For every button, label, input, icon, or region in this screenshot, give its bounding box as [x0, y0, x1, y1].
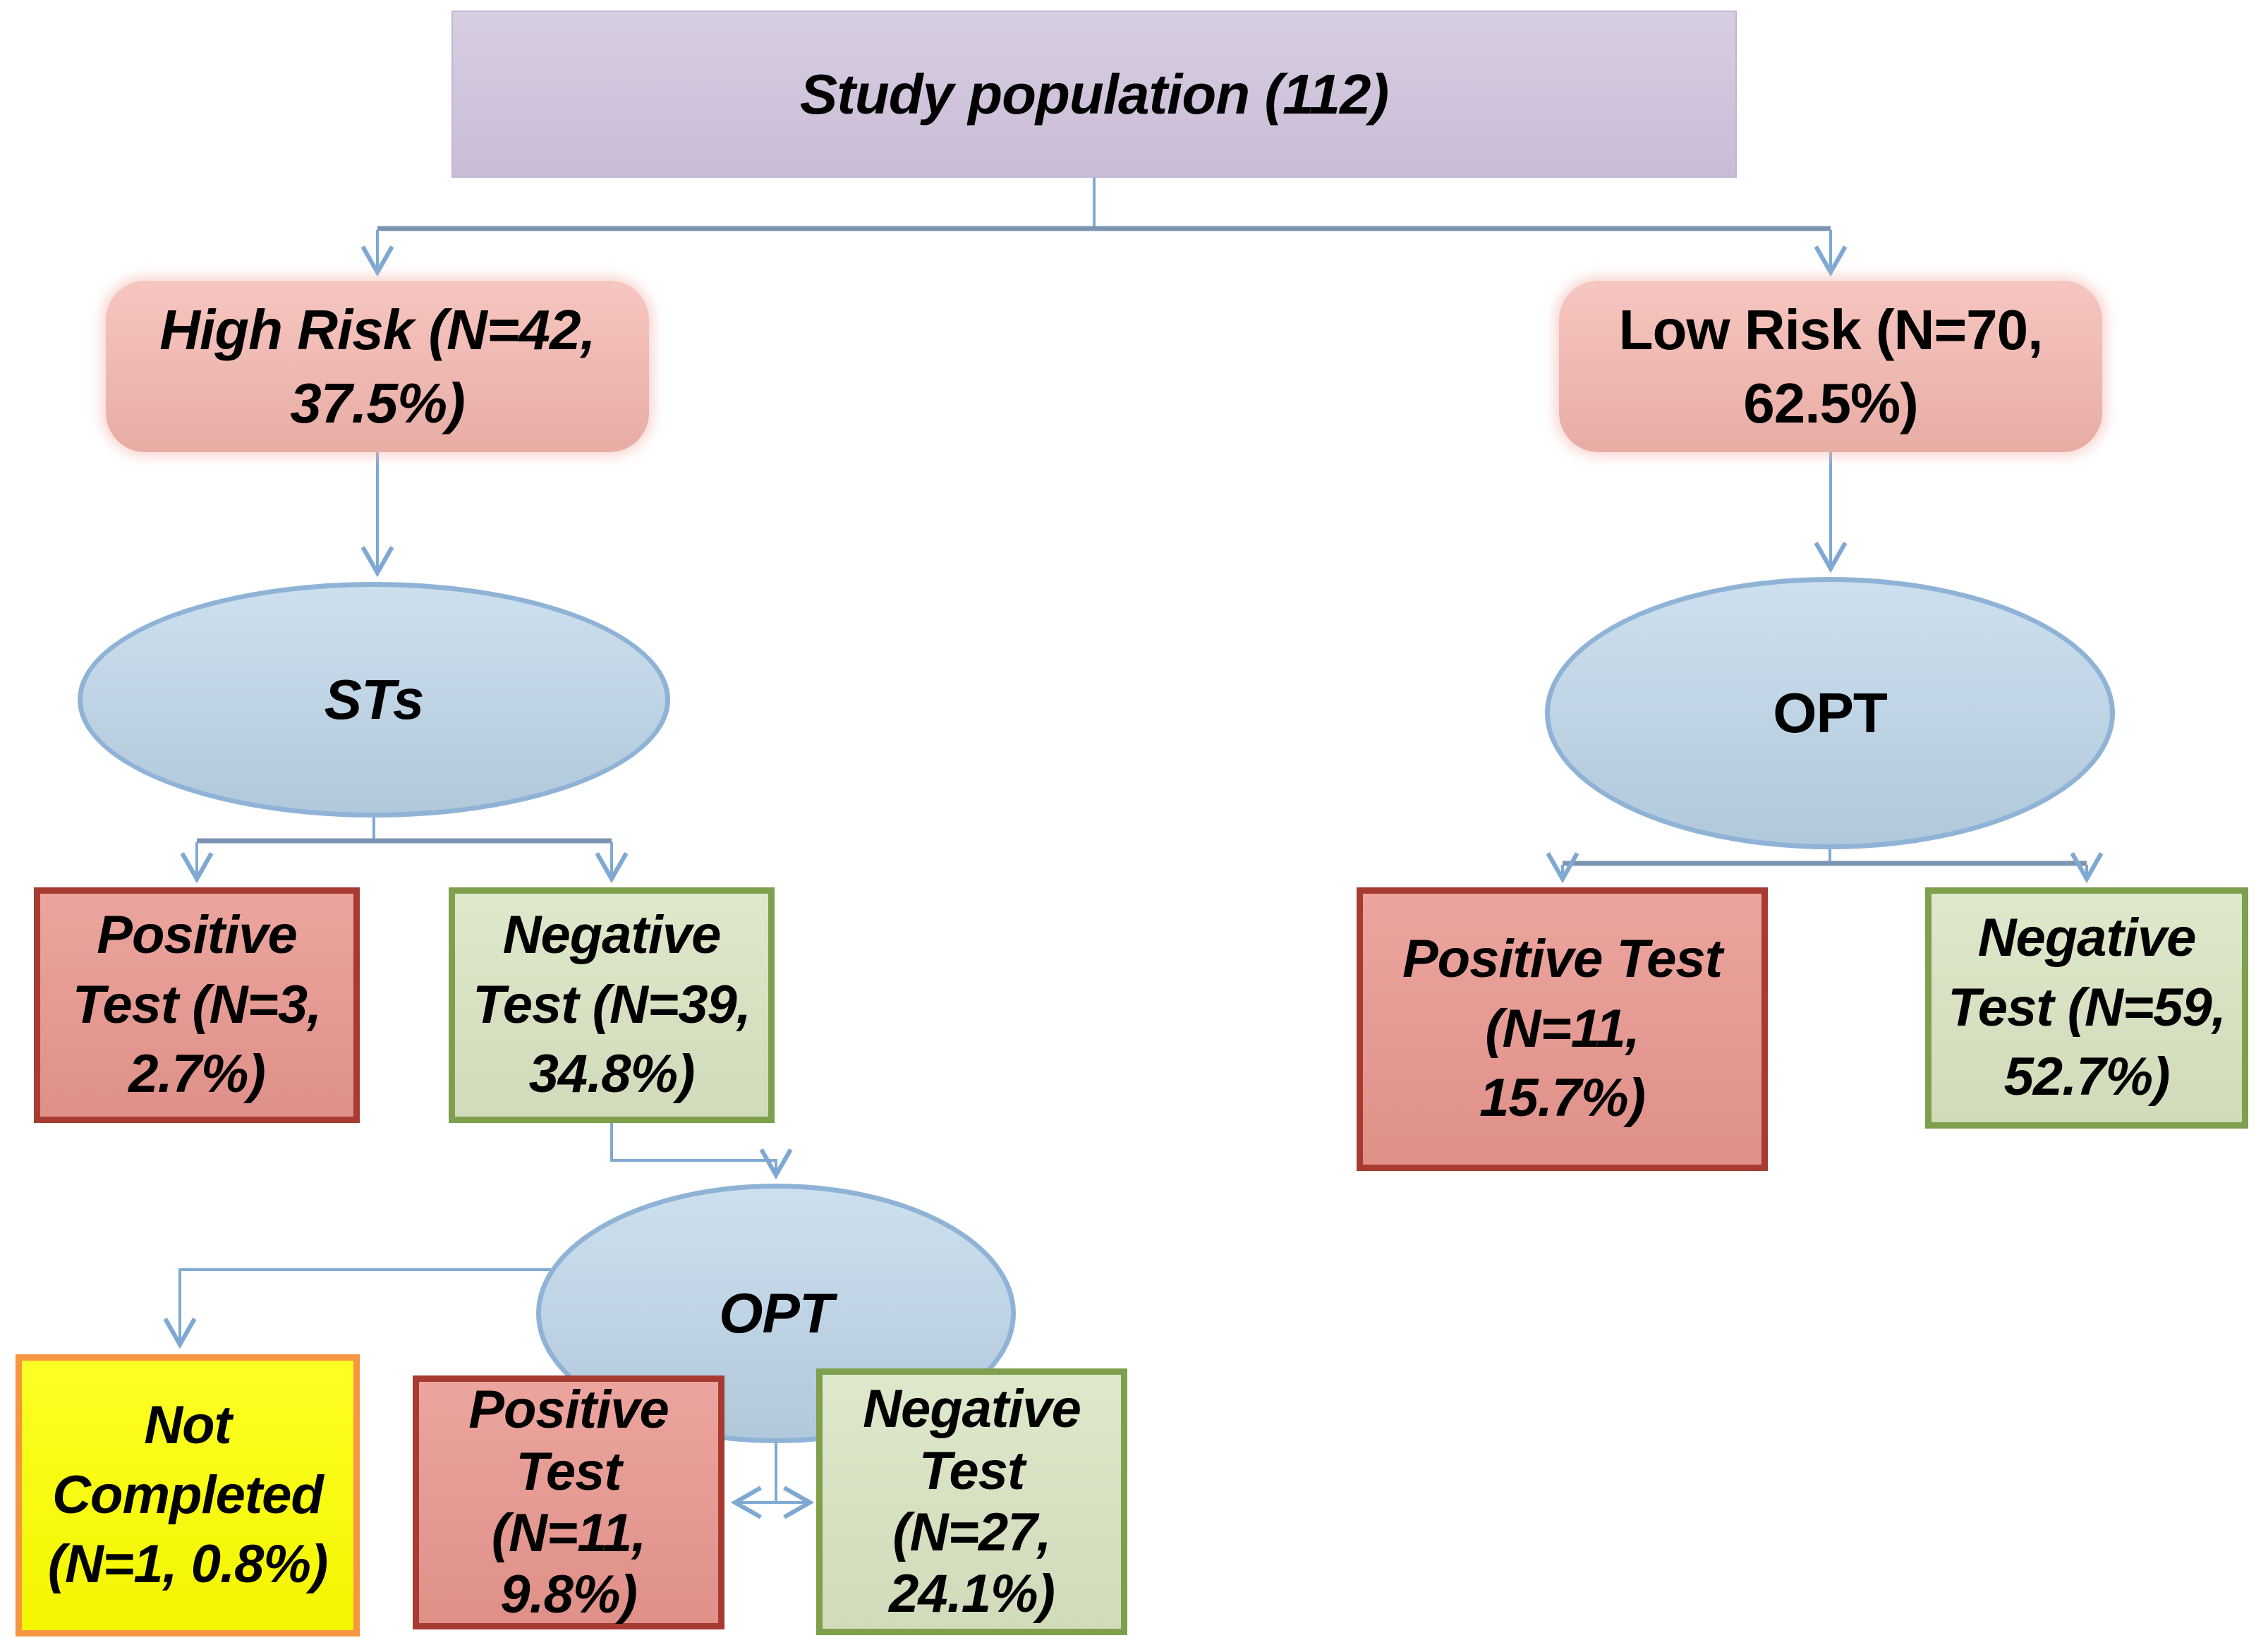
- sts-label: STs: [324, 668, 425, 731]
- opt-high-negative-test-label: Negative Test (N=27, 24.1%): [863, 1379, 1081, 1624]
- opt-low-label: OPT: [1773, 681, 1887, 744]
- st-negative-test-label: Negative Test (N=39, 34.8%): [473, 904, 751, 1105]
- opt-low-positive-test-box: Positive Test (N=11, 15.7%): [1357, 887, 1768, 1171]
- sts-ellipse: STs: [78, 582, 670, 818]
- high-risk-label: High Risk (N=42, 37.5%): [159, 298, 596, 435]
- st-positive-test-label: Positive Test (N=3, 2.7%): [72, 904, 322, 1105]
- study-population-label: Study population (112): [799, 62, 1389, 126]
- study-population-box: Study population (112): [451, 11, 1737, 178]
- edge-opt-to-notcompleted: [163, 1268, 554, 1349]
- st-positive-test-box: Positive Test (N=3, 2.7%): [34, 887, 360, 1123]
- opt-high-negative-test-box: Negative Test (N=27, 24.1%): [816, 1368, 1127, 1635]
- low-risk-box: Low Risk (N=70, 62.5%): [1559, 281, 2102, 452]
- opt-low-negative-test-label: Negative Test (N=59, 52.7%): [1948, 907, 2226, 1107]
- opt-high-label: OPT: [719, 1282, 833, 1344]
- opt-low-negative-test-box: Negative Test (N=59, 52.7%): [1925, 887, 2248, 1129]
- high-risk-box: High Risk (N=42, 37.5%): [106, 281, 649, 452]
- edge-stneg-to-opt: [610, 1123, 793, 1180]
- opt-low-ellipse: OPT: [1545, 577, 2115, 849]
- opt-high-positive-test-box: Positive Test (N=11, 9.8%): [413, 1375, 724, 1629]
- opt-low-positive-test-label: Positive Test (N=11, 15.7%): [1402, 928, 1723, 1129]
- not-completed-label: Not Completed (N=1, 0.8%): [47, 1395, 329, 1595]
- opt-high-positive-test-label: Positive Test (N=11, 9.8%): [468, 1380, 669, 1625]
- not-completed-box: Not Completed (N=1, 0.8%): [16, 1354, 360, 1636]
- st-negative-test-box: Negative Test (N=39, 34.8%): [449, 887, 775, 1123]
- low-risk-label: Low Risk (N=70, 62.5%): [1618, 298, 2044, 435]
